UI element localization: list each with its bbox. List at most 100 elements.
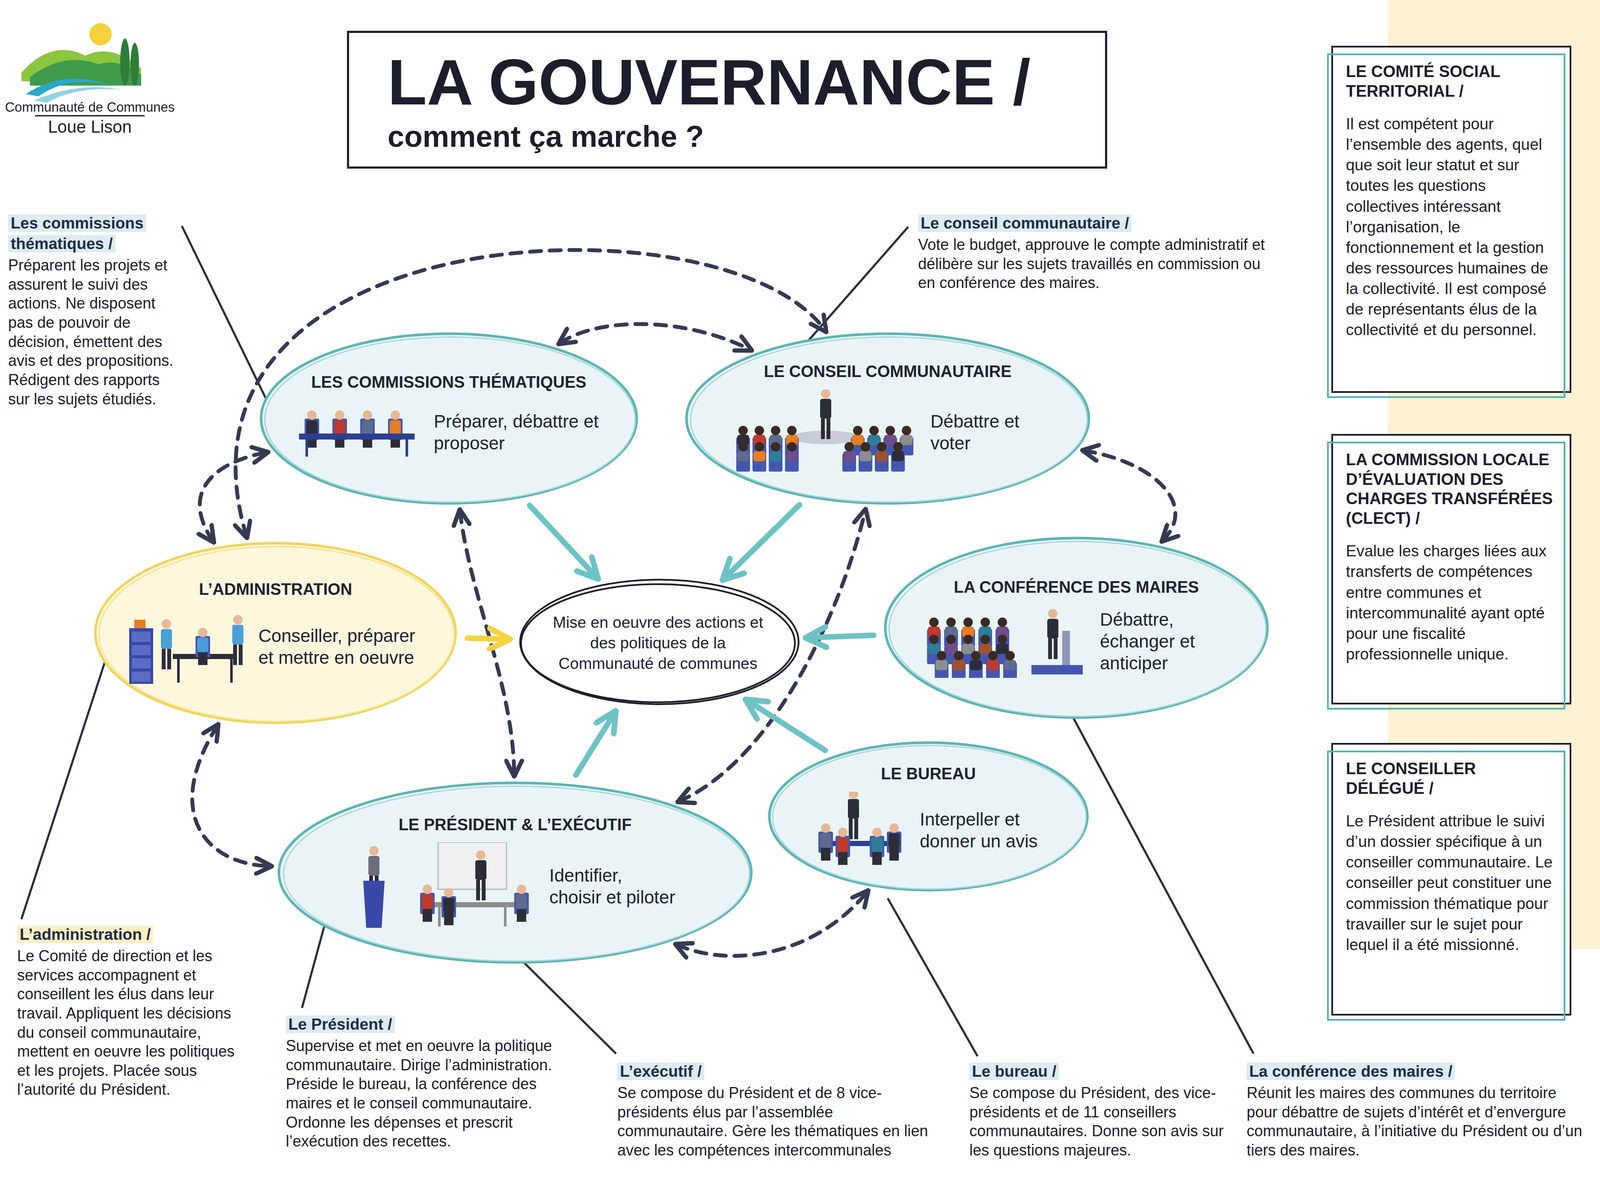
icon-part	[854, 818, 859, 839]
icon-part	[979, 643, 992, 654]
leader-line	[800, 226, 909, 350]
node-row: Identifier, choisir et piloter	[352, 841, 678, 930]
people-illustration	[924, 604, 1088, 678]
icon-part	[996, 643, 1009, 654]
icon-part	[481, 879, 486, 901]
ellipse-outline	[882, 535, 1271, 720]
icon-part	[390, 410, 400, 420]
leader-line	[302, 918, 327, 1008]
icon-part	[1005, 650, 1015, 661]
icon-part	[891, 450, 904, 462]
callout: Le Président /Supervise et met en oeuvre…	[285, 1013, 581, 1151]
callout-heading: L’exécutif /	[617, 1062, 705, 1080]
icon-part	[997, 617, 1008, 627]
ellipse-outline	[278, 782, 752, 963]
icon-part	[888, 832, 900, 848]
icon-part	[134, 619, 146, 629]
callout-heading: La conférence des maires /	[1246, 1062, 1455, 1080]
people-illustration	[352, 841, 537, 930]
icon-part	[299, 433, 415, 440]
icon-part	[875, 450, 888, 462]
icon-part	[443, 897, 455, 913]
logo-name: Communauté de Communes	[4, 99, 176, 116]
icon-part	[475, 859, 487, 880]
icon-part	[389, 420, 401, 435]
icon-part	[868, 434, 880, 445]
callout-heading: L’administration /	[17, 925, 154, 943]
icon-part	[754, 425, 765, 436]
node-body: Conseiller, préparer et mettre en oeuvre	[258, 624, 426, 669]
icon-part	[1053, 638, 1058, 659]
icon-part	[853, 425, 863, 436]
icon-part	[503, 906, 507, 927]
icon-part	[869, 425, 879, 436]
icon-part	[198, 627, 208, 638]
logo-name: Loue Lison	[35, 115, 145, 137]
icon-part	[945, 643, 958, 654]
icon-part	[129, 628, 154, 684]
flow-arrow	[747, 700, 826, 750]
icon-part	[946, 634, 956, 644]
icon-part	[929, 634, 939, 644]
icon-part	[826, 418, 831, 439]
callout-body: Le Comité de direction et les services a…	[17, 946, 249, 1100]
icon-part	[820, 823, 831, 833]
icon-part	[233, 614, 243, 625]
people-illustration	[812, 791, 907, 869]
node-body: Identifier, choisir et piloter	[549, 864, 678, 908]
node-content: LE PRÉSIDENT & L’EXÉCUTIFIdentifier, cho…	[352, 814, 678, 931]
node-heading: L’ADMINISTRATION	[198, 579, 353, 600]
node-content: LE CONSEIL COMMUNAUTAIREDébattre et vote…	[733, 361, 1042, 475]
icon-part	[131, 631, 151, 642]
ellipse-outline	[690, 337, 1088, 503]
logo-tree	[120, 38, 130, 86]
icon-part	[421, 894, 433, 909]
ellipse-outline	[683, 331, 1092, 506]
icon-part	[197, 637, 209, 652]
goal-text: Mise en oeuvre des actions et des politi…	[546, 612, 770, 674]
icon-part	[962, 643, 975, 654]
icon-part	[131, 644, 151, 655]
node-heading: LA CONFÉRENCE DES MAIRES	[954, 577, 1200, 598]
icon-part	[986, 659, 999, 670]
icon-part	[820, 398, 832, 419]
icon-part	[305, 439, 309, 457]
node-row: Débattre et voter	[733, 389, 1042, 475]
icon-part	[1031, 664, 1083, 675]
icon-part	[233, 644, 238, 665]
icon-part	[860, 441, 871, 452]
icon-part	[230, 658, 233, 683]
callout: L’administration / Le Comité de direction…	[17, 924, 249, 1100]
process-ellipse: L’ADMINISTRATION Conseiller, préparer et …	[92, 540, 459, 725]
icon-part	[785, 450, 798, 462]
icon-part	[1048, 608, 1058, 619]
icon-part	[877, 441, 887, 452]
icon-part	[820, 847, 831, 861]
leader-line	[21, 644, 111, 919]
box-heading: LE CONSEILLER DÉLÉGUÉ /	[1345, 758, 1557, 798]
info-box: LE COMITÉ SOCIAL TERRITORIAL /Il est com…	[1331, 45, 1572, 393]
ellipse-outline	[264, 337, 636, 503]
node-body: Préparer, débattre et proposer	[433, 410, 605, 454]
leader-line	[1066, 704, 1254, 1054]
icon-part	[872, 851, 882, 865]
icon-part	[770, 441, 781, 452]
leader-line	[887, 897, 978, 1056]
dashed-connector	[1084, 450, 1176, 541]
icon-part	[161, 619, 172, 629]
process-ellipse: LE PRÉSIDENT & L’EXÉCUTIFIdentifier, cho…	[275, 780, 755, 965]
subtitle: comment ça marche ?	[387, 120, 1106, 154]
icon-part	[1004, 659, 1017, 670]
icon-part	[954, 650, 964, 661]
icon-part	[476, 879, 480, 901]
dashed-connector	[192, 725, 270, 866]
icon-part	[900, 434, 913, 445]
node-content: Mise en oeuvre des actions et des politi…	[546, 612, 770, 674]
icon-part	[515, 894, 528, 909]
icon-part	[167, 648, 172, 670]
icon-part	[838, 827, 848, 837]
dashed-connector	[459, 511, 515, 775]
icon-part	[737, 450, 750, 462]
icon-part	[787, 441, 797, 452]
